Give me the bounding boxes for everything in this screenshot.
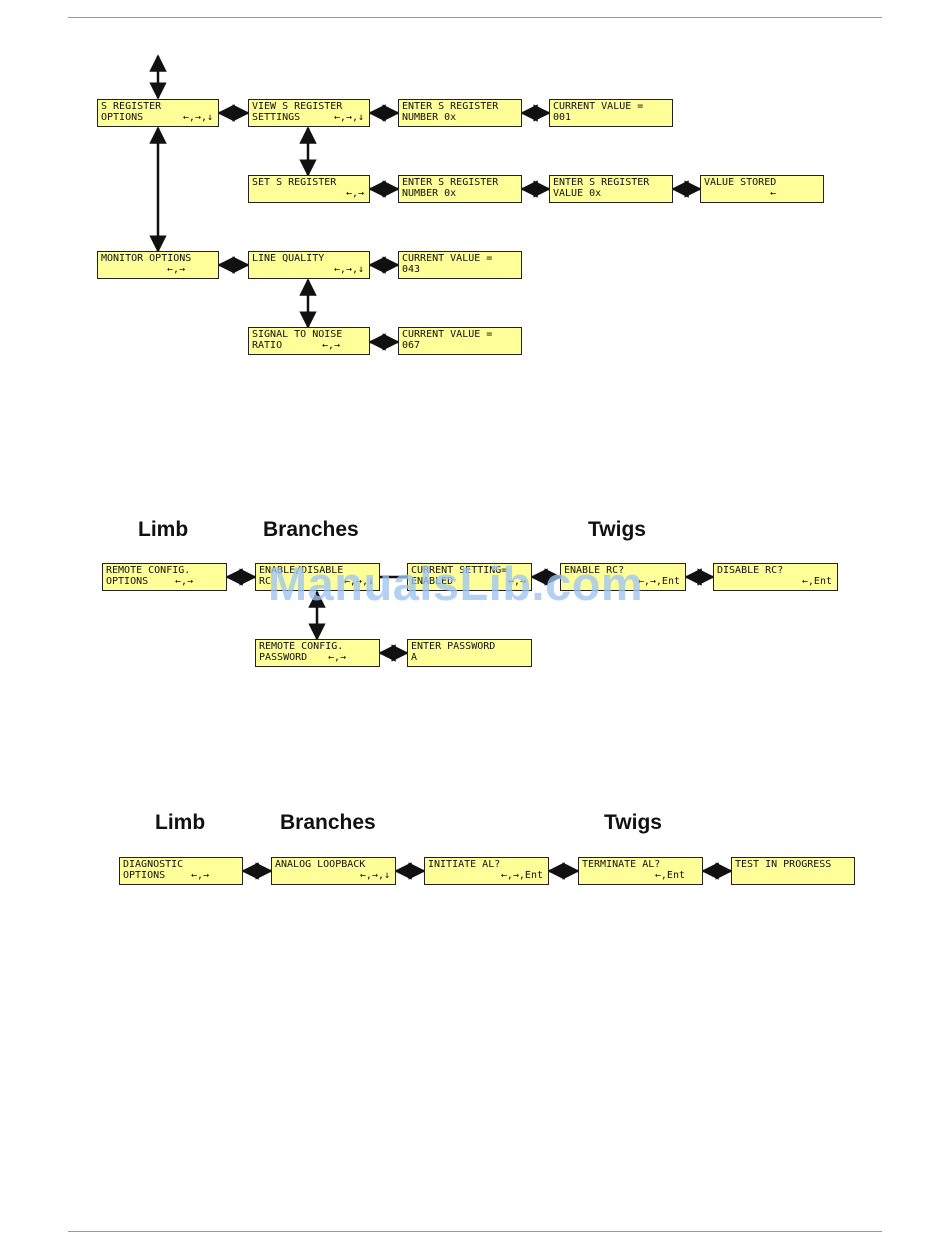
nav-hint: ←,→ xyxy=(345,188,364,199)
box-line1: CURRENT SETTING= xyxy=(411,565,508,576)
box-line1: LINE QUALITY xyxy=(252,253,325,264)
nav-hint: ←,→ xyxy=(327,652,346,663)
box-line1: CURRENT VALUE = xyxy=(402,329,493,340)
box-line1: ENABLE/DISABLE xyxy=(259,565,344,576)
s-register-options-box: S REGISTER OPTIONS ←,→,↓ xyxy=(97,99,219,127)
nav-hint: ←,→,↓ xyxy=(343,576,374,587)
limb-header: Limb xyxy=(138,518,189,541)
watermark: ManualsLib.com xyxy=(268,557,644,610)
box-line1: REMOTE CONFIG. xyxy=(259,641,344,652)
set-s-register-box: SET S REGISTER ←,→ xyxy=(248,175,370,203)
signal-to-noise-ratio-box: SIGNAL TO NOISE RATIO ←,→ xyxy=(248,327,370,355)
limb-header: Limb xyxy=(155,811,206,834)
box-line1: VALUE STORED xyxy=(704,177,777,188)
nav-hint: ←,→ xyxy=(321,340,340,351)
box-line2: PASSWORD xyxy=(259,652,308,663)
box-line2: RATIO xyxy=(252,340,283,351)
box-line1: CURRENT VALUE = xyxy=(553,101,644,112)
twigs-header: Twigs xyxy=(604,811,662,834)
box-line1: TERMINATE AL? xyxy=(582,859,661,870)
current-value-line-quality-box: CURRENT VALUE = 043 xyxy=(398,251,522,279)
box-line2: OPTIONS xyxy=(106,576,149,587)
enter-s-register-value-box: ENTER S REGISTER VALUE 0x xyxy=(549,175,673,203)
view-s-register-settings-box: VIEW S REGISTER SETTINGS ←,→,↓ xyxy=(248,99,370,127)
box-line2: 043 xyxy=(402,264,421,275)
enter-s-register-number-set-box: ENTER S REGISTER NUMBER 0x xyxy=(398,175,522,203)
initiate-al-box: INITIATE AL? ←,→,Ent xyxy=(424,857,549,885)
box-line2: ENABLED xyxy=(411,576,454,587)
branches-header: Branches xyxy=(280,811,376,834)
nav-hint: ←,→ xyxy=(166,264,185,275)
nav-hint: ←,→,Ent xyxy=(637,576,680,587)
enable-rc-box: ENABLE RC? ←,→,Ent xyxy=(560,563,686,591)
box-line1: ANALOG LOOPBACK xyxy=(275,859,366,870)
nav-hint: ←,Ent xyxy=(654,870,685,881)
box-line2: RC xyxy=(259,576,272,587)
monitor-options-box: MONITOR OPTIONS ←,→ xyxy=(97,251,219,279)
nav-hint: ←,Ent xyxy=(801,576,832,587)
nav-hint: ←,→,↓ xyxy=(333,112,364,123)
box-line1: SIGNAL TO NOISE xyxy=(252,329,343,340)
box-line2: 067 xyxy=(402,340,421,351)
nav-hint: ←,→,↓ xyxy=(359,870,390,881)
disable-rc-box: DISABLE RC? ←,Ent xyxy=(713,563,838,591)
nav-hint: ←,→ xyxy=(507,576,526,587)
box-line1: MONITOR OPTIONS xyxy=(101,253,192,264)
nav-hint: ←,→,Ent xyxy=(500,870,543,881)
current-setting-box: CURRENT SETTING= ENABLED ←,→ xyxy=(407,563,532,591)
nav-hint: ←,→,↓ xyxy=(182,112,213,123)
diagnostic-options-box: DIAGNOSTIC OPTIONS ←,→ xyxy=(119,857,243,885)
box-line1: ENTER S REGISTER xyxy=(553,177,650,188)
line-quality-box: LINE QUALITY ←,→,↓ xyxy=(248,251,370,279)
box-line1: DISABLE RC? xyxy=(717,565,784,576)
enable-disable-rc-box: ENABLE/DISABLE RC ←,→,↓ xyxy=(255,563,380,591)
nav-hint: ←,→,↓ xyxy=(333,264,364,275)
box-line2: VALUE 0x xyxy=(553,188,602,199)
box-line1: ENTER PASSWORD xyxy=(411,641,496,652)
box-line1: REMOTE CONFIG. xyxy=(106,565,191,576)
box-line1: ENABLE RC? xyxy=(564,565,625,576)
terminate-al-box: TERMINATE AL? ←,Ent xyxy=(578,857,703,885)
box-line2: OPTIONS xyxy=(101,112,144,123)
box-line1: INITIATE AL? xyxy=(428,859,501,870)
box-line1: ENTER S REGISTER xyxy=(402,177,499,188)
branches-header: Branches xyxy=(263,518,359,541)
enter-password-box: ENTER PASSWORD A xyxy=(407,639,532,667)
box-line2: SETTINGS xyxy=(252,112,301,123)
current-value-snr-box: CURRENT VALUE = 067 xyxy=(398,327,522,355)
nav-hint: ← xyxy=(769,188,776,199)
remote-config-password-box: REMOTE CONFIG. PASSWORD ←,→ xyxy=(255,639,380,667)
twigs-header: Twigs xyxy=(588,518,646,541)
box-line2: A xyxy=(411,652,418,663)
test-in-progress-box: TEST IN PROGRESS xyxy=(731,857,855,885)
nav-hint: ←,→ xyxy=(174,576,193,587)
box-line1: SET S REGISTER xyxy=(252,177,337,188)
box-line1: DIAGNOSTIC xyxy=(123,859,184,870)
nav-hint: ←,→ xyxy=(190,870,209,881)
box-line2: NUMBER 0x xyxy=(402,188,457,199)
box-line1: TEST IN PROGRESS xyxy=(735,859,832,870)
box-line1: ENTER S REGISTER xyxy=(402,101,499,112)
box-line2: OPTIONS xyxy=(123,870,166,881)
analog-loopback-box: ANALOG LOOPBACK ←,→,↓ xyxy=(271,857,396,885)
box-line1: VIEW S REGISTER xyxy=(252,101,343,112)
bottom-rule xyxy=(68,1231,882,1232)
box-line1: S REGISTER xyxy=(101,101,162,112)
box-line2: NUMBER 0x xyxy=(402,112,457,123)
enter-s-register-number-view-box: ENTER S REGISTER NUMBER 0x xyxy=(398,99,522,127)
box-line1: CURRENT VALUE = xyxy=(402,253,493,264)
value-stored-box: VALUE STORED ← xyxy=(700,175,824,203)
remote-config-options-box: REMOTE CONFIG. OPTIONS ←,→ xyxy=(102,563,227,591)
top-rule xyxy=(68,17,882,18)
box-line2: 001 xyxy=(553,112,572,123)
current-value-s-box: CURRENT VALUE = 001 xyxy=(549,99,673,127)
